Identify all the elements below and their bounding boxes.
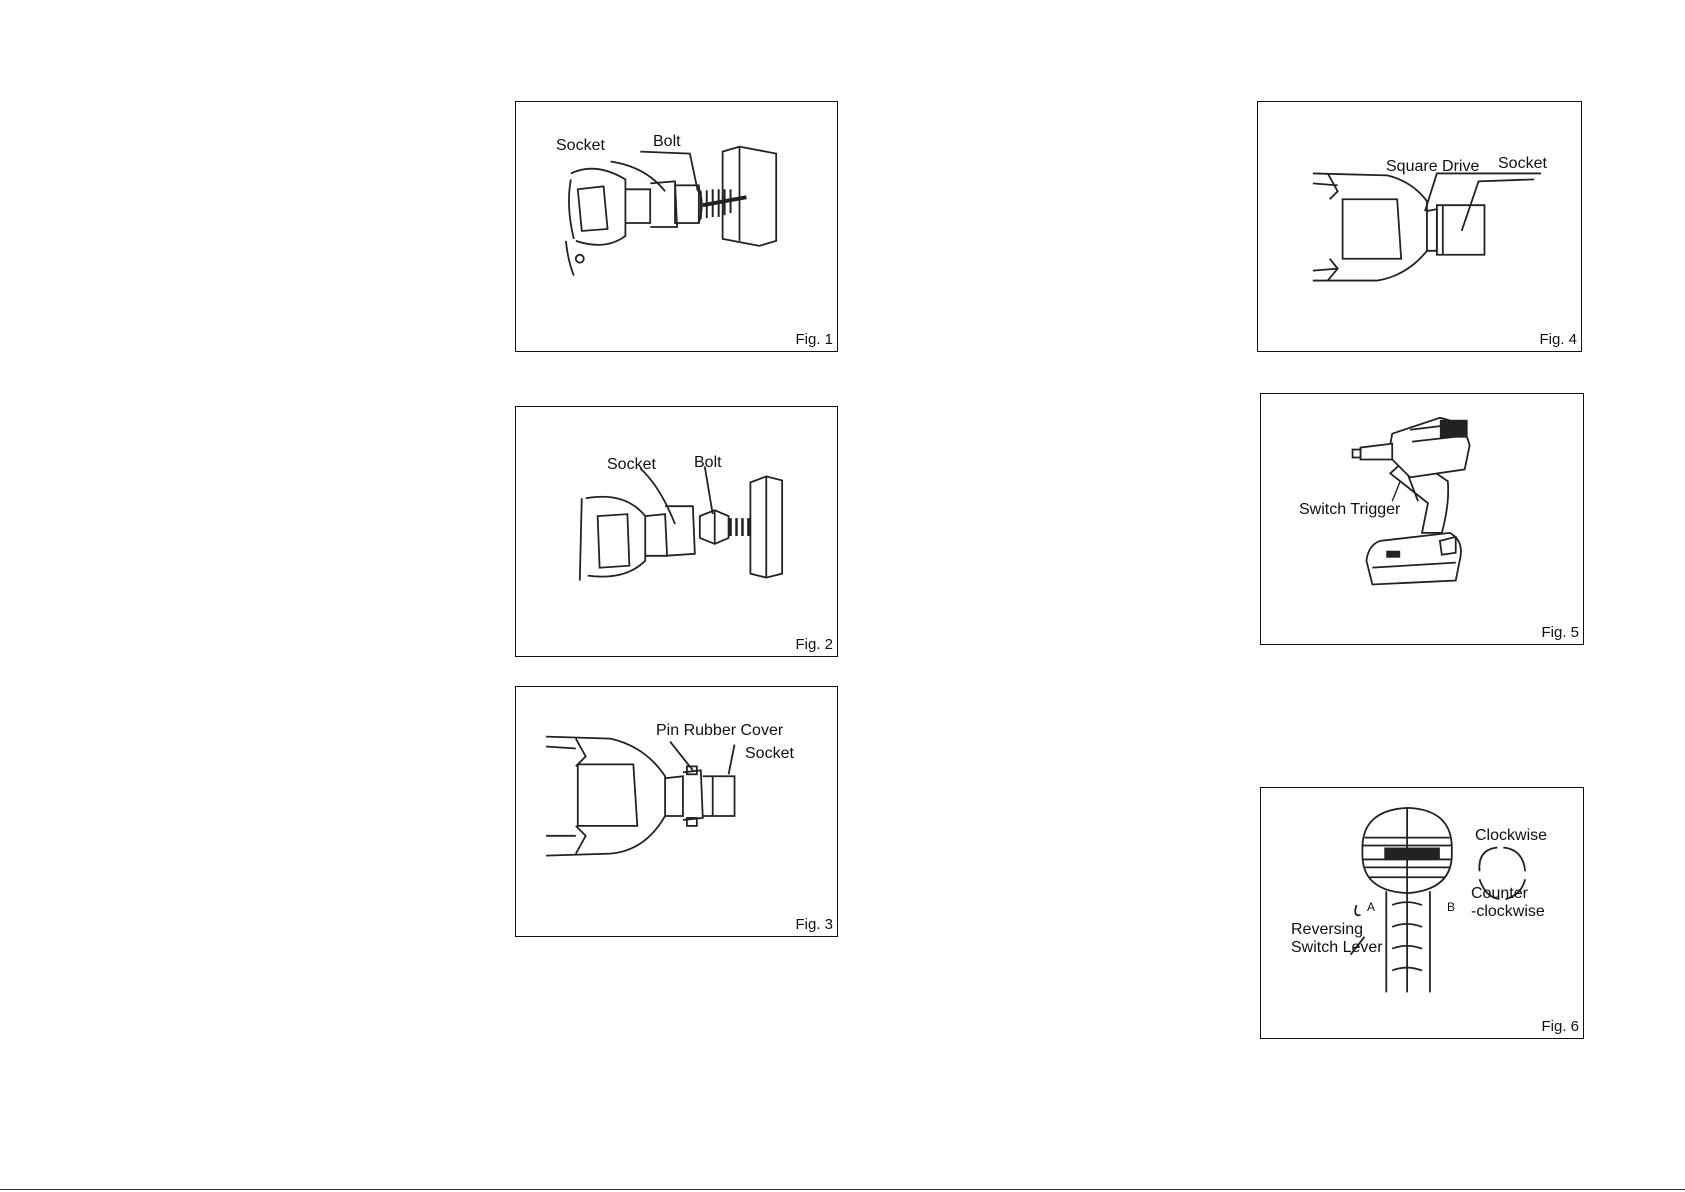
fig4-drawing [1258,102,1581,351]
fig5-switch-trigger-label: Switch Trigger [1299,500,1400,519]
fig6-counter-clockwise-label: -clockwise [1471,902,1545,921]
fig6-a-label: A [1367,898,1375,917]
fig5-drawing [1261,394,1583,644]
figure-3: Pin Rubber Cover Socket Fig. 3 [515,686,838,937]
fig3-socket-label: Socket [745,744,794,763]
figure-5: Switch Trigger Fig. 5 [1260,393,1584,645]
figure-4: Square Drive Socket Fig. 4 [1257,101,1582,352]
figure-6: Clockwise Counter -clockwise Reversing S… [1260,787,1584,1039]
fig1-bolt-label: Bolt [653,132,681,151]
fig4-square-drive-label: Square Drive [1386,157,1479,176]
fig4-caption: Fig. 4 [1539,331,1577,348]
fig6-counter-label: Counter [1471,884,1528,903]
fig2-socket-label: Socket [607,455,656,474]
fig2-bolt-label: Bolt [694,453,722,472]
fig3-pin-cover-label: Pin Rubber Cover [656,721,783,740]
fig6-clockwise-label: Clockwise [1475,826,1547,845]
fig6-b-label: B [1447,898,1455,917]
figure-2: Socket Bolt Fig. 2 [515,406,838,657]
fig6-reversing-label: Reversing [1291,920,1363,939]
figure-1: Socket Bolt Fig. 1 [515,101,838,352]
fig1-socket-label: Socket [556,136,605,155]
fig1-caption: Fig. 1 [795,331,833,348]
fig6-caption: Fig. 6 [1541,1018,1579,1035]
fig3-caption: Fig. 3 [795,916,833,933]
page-bottom-border [0,1189,1685,1190]
fig6-switch-lever-label: Switch Lever [1291,938,1383,957]
fig2-caption: Fig. 2 [795,636,833,653]
fig4-socket-label: Socket [1498,154,1547,173]
fig5-caption: Fig. 5 [1541,624,1579,641]
fig2-drawing [516,407,837,656]
